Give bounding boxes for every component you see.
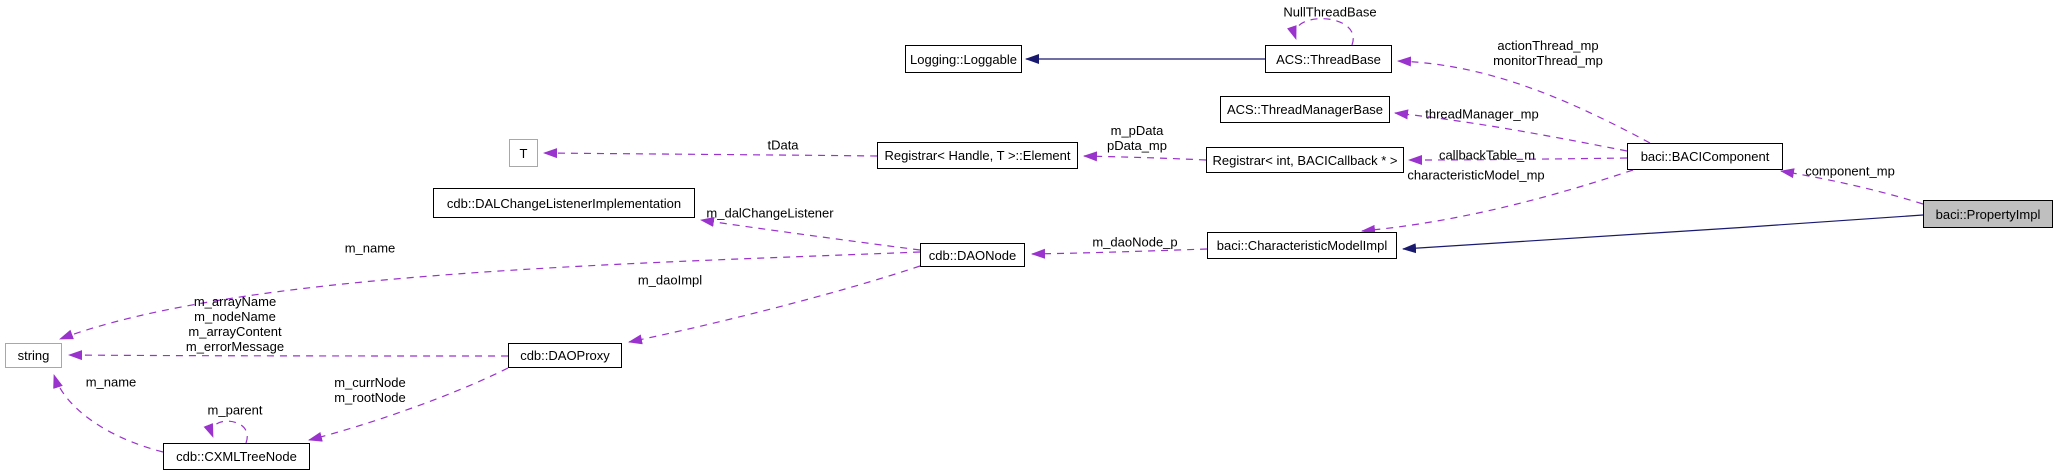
edge-usage-cxmltreenode-string xyxy=(53,374,164,453)
edge-usage-bacicomponent-registrar-int xyxy=(1408,154,1628,165)
edge-usage-registrar-int-element xyxy=(1083,151,1207,162)
edge-usage-bacicomponent-threadbase xyxy=(1397,56,1651,144)
edge-usage-daonode-dalchangelistener xyxy=(700,216,921,251)
edge-usage-daonode-daoproxy xyxy=(628,265,921,345)
edge-usage-daonode-string xyxy=(59,251,921,340)
node-acs-threadbase[interactable]: ACS::ThreadBase xyxy=(1265,45,1392,73)
node-cdb-dalchangelistenerimplementation[interactable]: cdb::DALChangeListenerImplementation xyxy=(433,188,695,218)
edge-usage-daoproxy-string xyxy=(68,350,509,361)
node-t[interactable]: T xyxy=(509,139,538,167)
edge-usage-element-t xyxy=(543,148,878,159)
node-cdb-daonode[interactable]: cdb::DAONode xyxy=(920,243,1025,267)
edge-usage-characteristicmodelimpl-daonode xyxy=(1031,248,1208,259)
node-baci-bacicomponent[interactable]: baci::BACIComponent xyxy=(1627,143,1783,170)
node-registrar-int-bacicallback[interactable]: Registrar< int, BACICallback * > xyxy=(1206,147,1404,173)
edge-usage-daoproxy-cxmltreenode xyxy=(308,367,509,442)
node-cdb-daoproxy[interactable]: cdb::DAOProxy xyxy=(508,343,622,368)
edge-inheritance-propertyimpl-characteristicmodelimpl xyxy=(1402,214,1924,254)
edge-usage-bacicomponent-threadmanagerbase xyxy=(1394,109,1628,152)
edge-usage-threadbase-self-nullthreadbase xyxy=(1287,18,1354,46)
node-cdb-cxmltreenode[interactable]: cdb::CXMLTreeNode xyxy=(163,443,310,470)
node-logging-loggable[interactable]: Logging::Loggable xyxy=(905,45,1022,73)
node-acs-threadmanagerbase[interactable]: ACS::ThreadManagerBase xyxy=(1220,96,1390,123)
node-string[interactable]: string xyxy=(5,343,62,368)
edge-usage-propertyimpl-bacicomponent xyxy=(1780,168,1924,205)
node-baci-propertyimpl: baci::PropertyImpl xyxy=(1923,200,2053,228)
edge-usage-bacicomponent-characteristicmodelimpl xyxy=(1361,169,1634,235)
edge-usage-cxmltreenode-self-parent xyxy=(203,420,248,444)
node-baci-characteristicmodelimpl[interactable]: baci::CharacteristicModelImpl xyxy=(1207,232,1397,259)
node-registrar-element[interactable]: Registrar< Handle, T >::Element xyxy=(877,142,1078,169)
